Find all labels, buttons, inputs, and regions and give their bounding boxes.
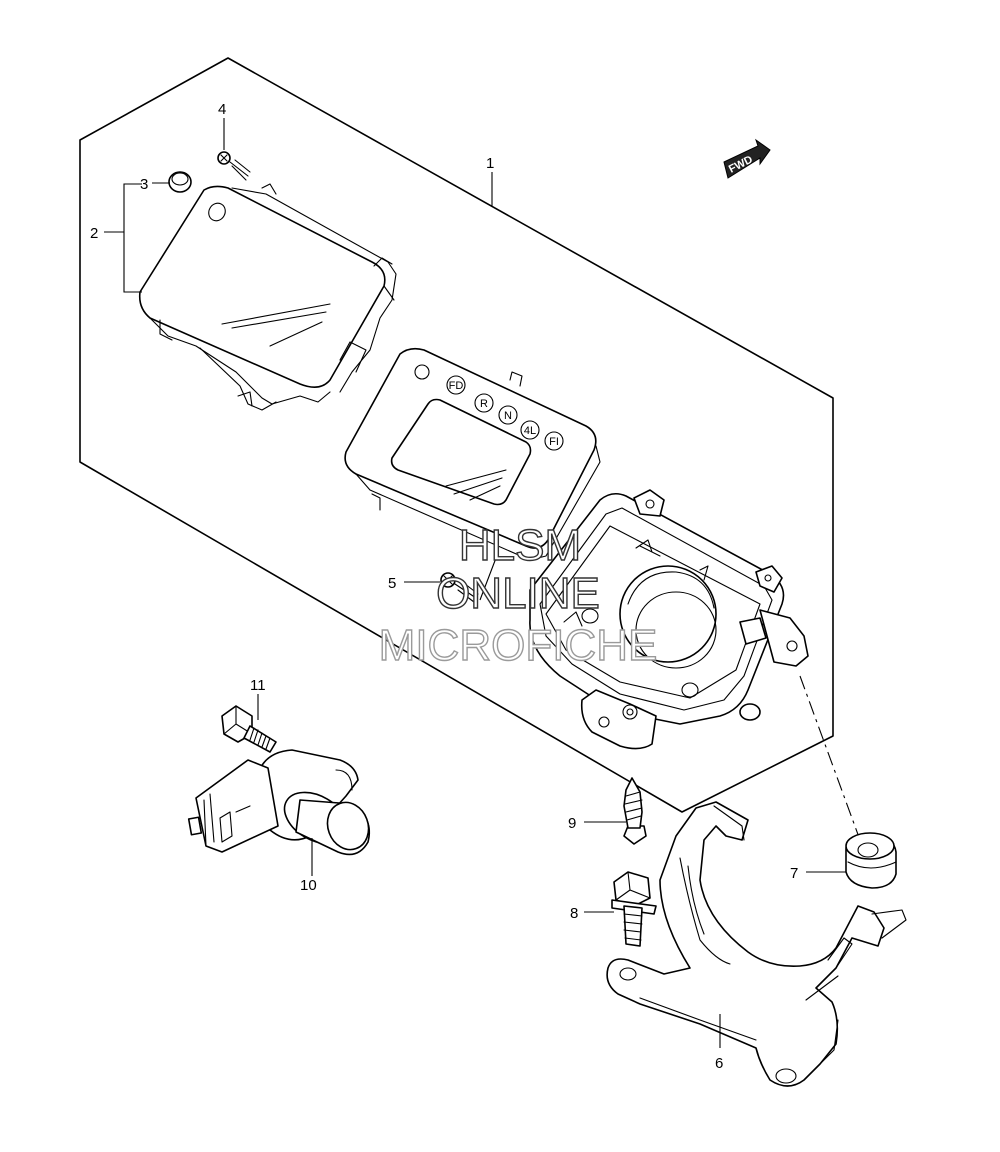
callout-5: 5 [388, 575, 396, 592]
meter-cover-part-2 [138, 183, 397, 411]
bracket-part-6 [606, 801, 907, 1087]
fwd-label: FWD [727, 154, 755, 176]
assembly-outline [79, 57, 834, 813]
bracket-part-2 [104, 183, 142, 293]
callout-2: 2 [90, 225, 98, 242]
bolt-part-8 [611, 871, 657, 947]
sensor-part-10 [187, 749, 371, 856]
indicator-n: N [498, 405, 518, 425]
indicator-fi: FI [544, 431, 564, 451]
mount-guide-line [799, 675, 861, 841]
indicator-4l: 4L [520, 420, 540, 440]
svg-text:4L: 4L [524, 425, 536, 437]
svg-text:FD: FD [449, 380, 464, 392]
callout-3: 3 [140, 176, 148, 193]
callout-11: 11 [250, 677, 266, 694]
cap-part-3 [168, 171, 192, 193]
watermark-line-2: ONLINE [436, 569, 600, 618]
svg-text:R: R [480, 398, 488, 410]
callout-6: 6 [715, 1055, 723, 1072]
watermark: HLSM ONLINE MICROFICHE [378, 520, 658, 670]
indicator-fd: FD [446, 375, 466, 395]
indicator-r: R [474, 393, 494, 413]
meter-panel: FD R N 4L FI [344, 347, 601, 561]
meter-case [529, 489, 809, 750]
screw-part-5 [440, 557, 497, 603]
screw-part-9 [623, 777, 647, 845]
grommet-part-7 [845, 832, 897, 889]
callout-1: 1 [486, 155, 494, 172]
watermark-line-1: HLSM [459, 521, 581, 570]
callout-10: 10 [300, 877, 317, 894]
callout-8: 8 [570, 905, 578, 922]
callout-4: 4 [218, 101, 226, 118]
fwd-arrow-icon: FWD [723, 138, 771, 179]
callout-7: 7 [790, 865, 798, 882]
watermark-line-3: MICROFICHE [379, 621, 658, 670]
callout-9: 9 [568, 815, 576, 832]
screw-part-4 [217, 151, 251, 181]
bolt-part-11 [221, 705, 277, 753]
svg-text:N: N [504, 410, 512, 422]
svg-text:FI: FI [549, 436, 559, 448]
